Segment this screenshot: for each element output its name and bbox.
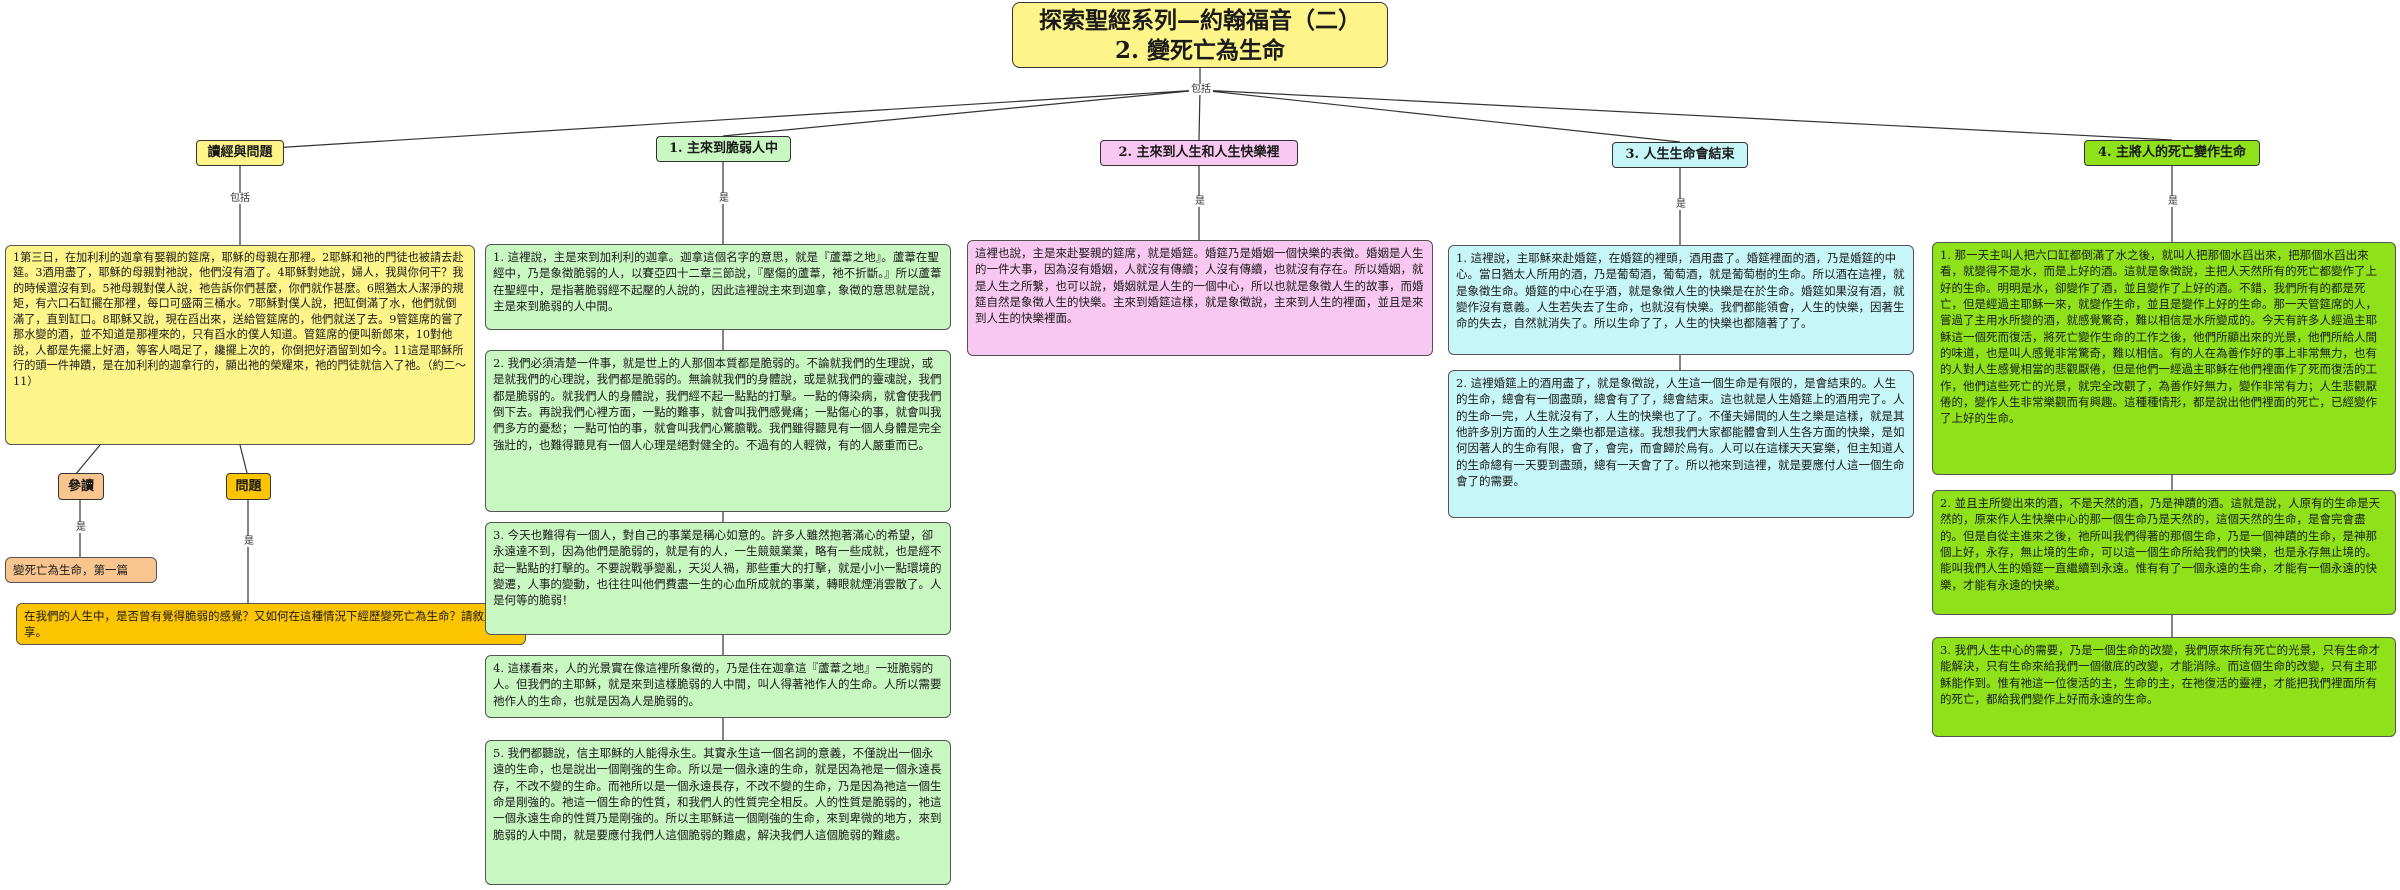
death-to-life-point-1-text: 1. 那一天主叫人把六口缸都倒滿了水之後，就叫人把那個水舀出來，把那個水舀出來看… <box>1940 248 2377 426</box>
weak-point-2: 2. 我們必須清楚一件事，就是世上的人那個本質都是脆弱的。不論就我們的生理說，或… <box>485 350 951 512</box>
topic-lord-into-life-joy[interactable]: 2. 主來到人生和人生快樂裡 <box>1100 140 1298 166</box>
topic-life-ends[interactable]: 3. 人生生命會結束 <box>1612 142 1748 168</box>
topic-reference-reading[interactable]: 參讀 <box>58 473 104 500</box>
reference-reading-item: 變死亡為生命，第一篇 <box>5 557 157 583</box>
weak-point-5: 5. 我們都聽說，信主耶穌的人能得永生。其實永生這一個名詞的意義，不僅說出一個永… <box>485 740 951 885</box>
relation-label-branch0: 包括 <box>228 193 252 204</box>
weak-point-2-text: 2. 我們必須清楚一件事，就是世上的人那個本質都是脆弱的。不論就我們的生理說，或… <box>493 356 942 452</box>
life-ends-point-2-text: 2. 這裡婚筵上的酒用盡了，就是象徵說，人生這一個生命是有限的，是會結束的。人生… <box>1456 376 1905 488</box>
death-to-life-point-3-text: 3. 我們人生中心的需要，乃是一個生命的改變，我們原來所有死亡的光景，只有生命才… <box>1940 643 2381 706</box>
discussion-question: 在我們的人生中，是否曾有覺得脆弱的感覺？又如何在這種情況下經歷變死亡為生命？請敘… <box>16 603 526 645</box>
scripture-passage-text: 1第三日，在加利利的迦拿有娶親的筵席，耶穌的母親在那裡。2耶穌和祂的門徒也被請去… <box>13 251 467 388</box>
relation-label-branch3: 是 <box>1674 199 1688 210</box>
weak-point-4: 4. 這樣看來，人的光景實在像這裡所象徵的，乃是住在迦拿這『蘆葦之地』一班脆弱的… <box>485 655 951 718</box>
death-to-life-point-1: 1. 那一天主叫人把六口缸都倒滿了水之後，就叫人把那個水舀出來，把那個水舀出來看… <box>1932 242 2396 475</box>
weak-point-3: 3. 今天也難得有一個人，對自己的事業是稱心如意的。許多人雖然抱著滿心的希望，卻… <box>485 522 951 635</box>
scripture-passage: 1第三日，在加利利的迦拿有娶親的筵席，耶穌的母親在那裡。2耶穌和祂的門徒也被請去… <box>5 245 475 445</box>
topic-question[interactable]: 問題 <box>226 473 271 500</box>
relation-label-branch1: 是 <box>717 193 731 204</box>
weak-point-3-text: 3. 今天也難得有一個人，對自己的事業是稱心如意的。許多人雖然抱著滿心的希望，卻… <box>493 528 942 608</box>
topic-scripture-questions[interactable]: 讀經與問題 <box>196 140 284 166</box>
weak-point-1-text: 1. 這裡說，主是來到加利利的迦拿。迦拿這個名字的意思，就是『蘆葦之地』。蘆葦在… <box>493 250 942 313</box>
life-joy-text: 這裡也說，主是來赴娶親的筵席，就是婚筵。婚筵乃是婚姻一個快樂的表徵。婚姻是人生的… <box>975 246 1424 326</box>
weak-point-4-text: 4. 這樣看來，人的光景實在像這裡所象徵的，乃是住在迦拿這『蘆葦之地』一班脆弱的… <box>493 661 942 708</box>
life-ends-point-1: 1. 這裡說，主耶穌來赴婚筵，在婚筵的裡頭，酒用盡了。婚筵裡面的酒，乃是婚筵的中… <box>1448 245 1914 355</box>
reference-reading-text: 變死亡為生命，第一篇 <box>13 563 128 577</box>
map-title-line1: 探索聖經系列—約翰福音（二） <box>1039 7 1361 34</box>
discussion-question-text: 在我們的人生中，是否曾有覺得脆弱的感覺？又如何在這種情況下經歷變死亡為生命？請敘… <box>24 609 507 640</box>
death-to-life-point-2: 2. 並且主所變出來的酒，不是天然的酒，乃是神蹟的酒。這就是說，人原有的生命是天… <box>1932 490 2396 615</box>
topic-lord-among-weak[interactable]: 1. 主來到脆弱人中 <box>656 136 791 162</box>
topic-death-to-life[interactable]: 4. 主將人的死亡變作生命 <box>2084 140 2260 166</box>
death-to-life-point-2-text: 2. 並且主所變出來的酒，不是天然的酒，乃是神蹟的酒。這就是說，人原有的生命是天… <box>1940 496 2381 592</box>
weak-point-1: 1. 這裡說，主是來到加利利的迦拿。迦拿這個名字的意思，就是『蘆葦之地』。蘆葦在… <box>485 244 951 330</box>
map-title: 探索聖經系列—約翰福音（二） 2. 變死亡為生命 <box>1012 2 1388 68</box>
relation-label-reference: 是 <box>74 522 88 533</box>
life-joy-text-box: 這裡也說，主是來赴娶親的筵席，就是婚筵。婚筵乃是婚姻一個快樂的表徵。婚姻是人生的… <box>967 240 1433 356</box>
map-title-line2: 2. 變死亡為生命 <box>1114 36 1286 64</box>
relation-label-question: 是 <box>242 536 256 547</box>
death-to-life-point-3: 3. 我們人生中心的需要，乃是一個生命的改變，我們原來所有死亡的光景，只有生命才… <box>1932 637 2396 737</box>
life-ends-point-2: 2. 這裡婚筵上的酒用盡了，就是象徵說，人生這一個生命是有限的，是會結束的。人生… <box>1448 370 1914 518</box>
relation-label-branch2: 是 <box>1193 196 1207 207</box>
relation-label-root: 包括 <box>1189 84 1213 95</box>
weak-point-5-text: 5. 我們都聽說，信主耶穌的人能得永生。其實永生這一個名詞的意義，不僅說出一個永… <box>493 746 942 842</box>
life-ends-point-1-text: 1. 這裡說，主耶穌來赴婚筵，在婚筵的裡頭，酒用盡了。婚筵裡面的酒，乃是婚筵的中… <box>1456 251 1905 331</box>
relation-label-branch4: 是 <box>2166 196 2180 207</box>
